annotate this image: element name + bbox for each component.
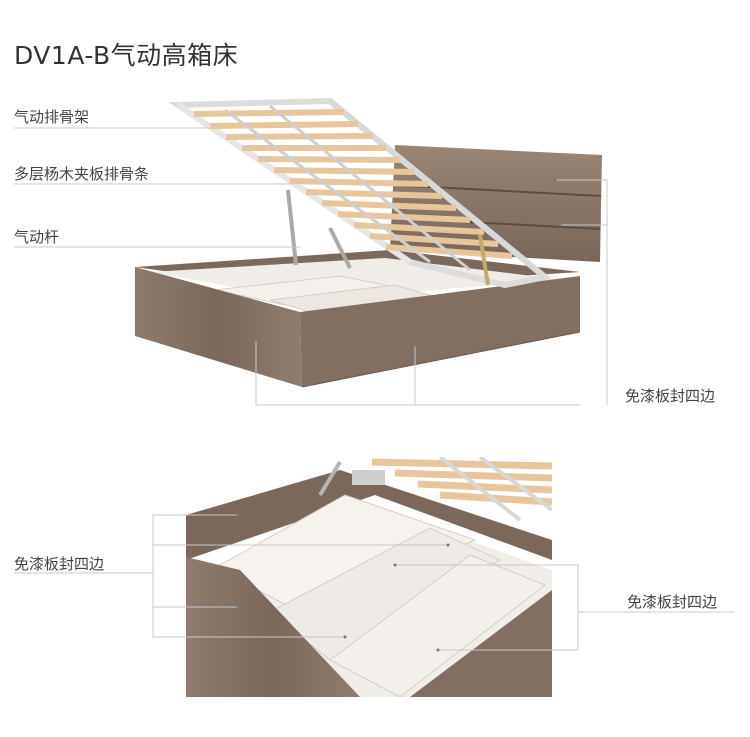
side-panel-left (186, 557, 360, 697)
label-edge-sealing-bottom-right: 免漆板封四边 (627, 593, 718, 611)
top-bed-illustration (14, 97, 608, 406)
label-edge-sealing-bottom-left: 免漆板封四边 (14, 555, 105, 573)
label-gas-slat-frame: 气动排骨架 (14, 108, 90, 126)
label-poplar-slats: 多层杨木夹板排骨条 (14, 165, 150, 183)
label-gas-strut: 气动杆 (14, 228, 60, 246)
front-panel (300, 276, 580, 387)
gas-strut-left (286, 189, 298, 266)
side-panel-left (135, 267, 302, 387)
gas-strut-right (478, 234, 490, 286)
bottom-bed-illustration (14, 457, 735, 697)
page-title: DV1A-B气动高箱床 (14, 41, 239, 70)
label-edge-sealing-top: 免漆板封四边 (625, 387, 716, 405)
